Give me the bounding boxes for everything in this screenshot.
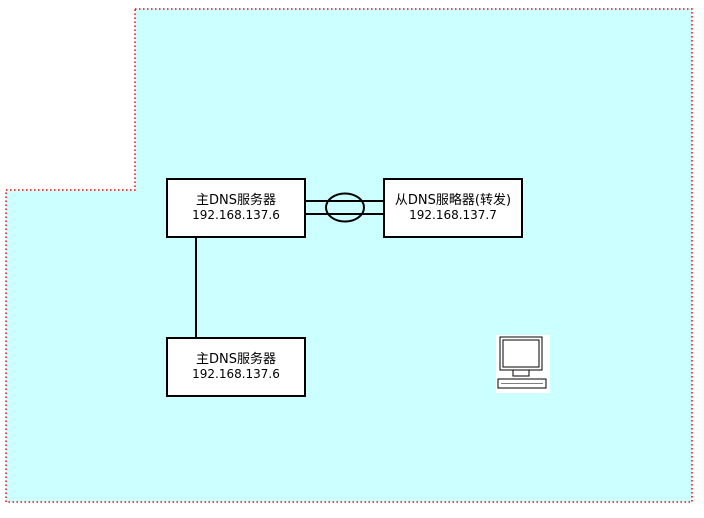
secondary-dns-server-box[interactable]: 从DNS服略器(转发) 192.168.137.7 [383,178,523,238]
secondary-dns-server-name: 从DNS服略器(转发) [394,193,512,208]
primary-dns-server-box-2[interactable]: 主DNS服务器 192.168.137.6 [166,337,306,397]
primary-dns-server-box[interactable]: 主DNS服务器 192.168.137.6 [166,178,306,238]
primary-dns-server-name-2: 主DNS服务器 [196,352,276,367]
computer-icon-graphic [497,336,547,389]
network-region [5,8,693,503]
primary-dns-server-name: 主DNS服务器 [196,193,276,208]
primary-dns-server-ip-2: 192.168.137.6 [192,367,280,381]
secondary-dns-server-ip: 192.168.137.7 [409,208,497,222]
primary-dns-server-ip: 192.168.137.6 [192,208,280,222]
link-group-ellipse [325,192,365,223]
computer-icon[interactable] [496,335,550,393]
